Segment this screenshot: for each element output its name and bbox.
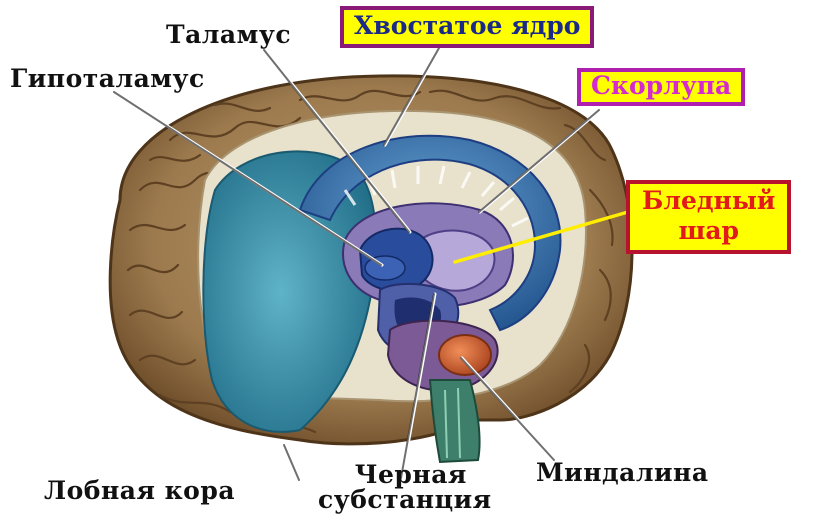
- label-substantia-nigra-line1: Черная: [354, 460, 467, 489]
- label-globus-pallidus-line1: Бледный: [642, 186, 776, 215]
- label-thalamus: Таламус: [166, 20, 292, 49]
- label-caudate-nucleus: Хвостатое ядро: [340, 6, 595, 48]
- label-globus-pallidus: Бледный шар: [626, 180, 792, 254]
- label-putamen: Скорлупа: [577, 68, 746, 106]
- label-amygdala: Миндалина: [536, 458, 709, 487]
- frontal-lobe-region: [202, 150, 377, 433]
- label-substantia-nigra: Черная субстанция: [318, 462, 492, 512]
- label-globus-pallidus-line2: шар: [678, 216, 739, 245]
- amygdala-structure: [438, 334, 492, 376]
- label-frontal-cortex: Лобная кора: [44, 476, 236, 505]
- label-hypothalamus: Гипоталамус: [10, 64, 205, 93]
- brainstem-structure: [428, 379, 481, 464]
- label-substantia-nigra-line2: субстанция: [318, 485, 492, 514]
- caudate-nucleus: [298, 134, 562, 332]
- brainstem-stripes: [444, 387, 461, 459]
- leader-line-pallidus: [453, 210, 630, 264]
- cortex-gyri: [126, 89, 614, 434]
- leader-lines-dark: [113, 47, 600, 481]
